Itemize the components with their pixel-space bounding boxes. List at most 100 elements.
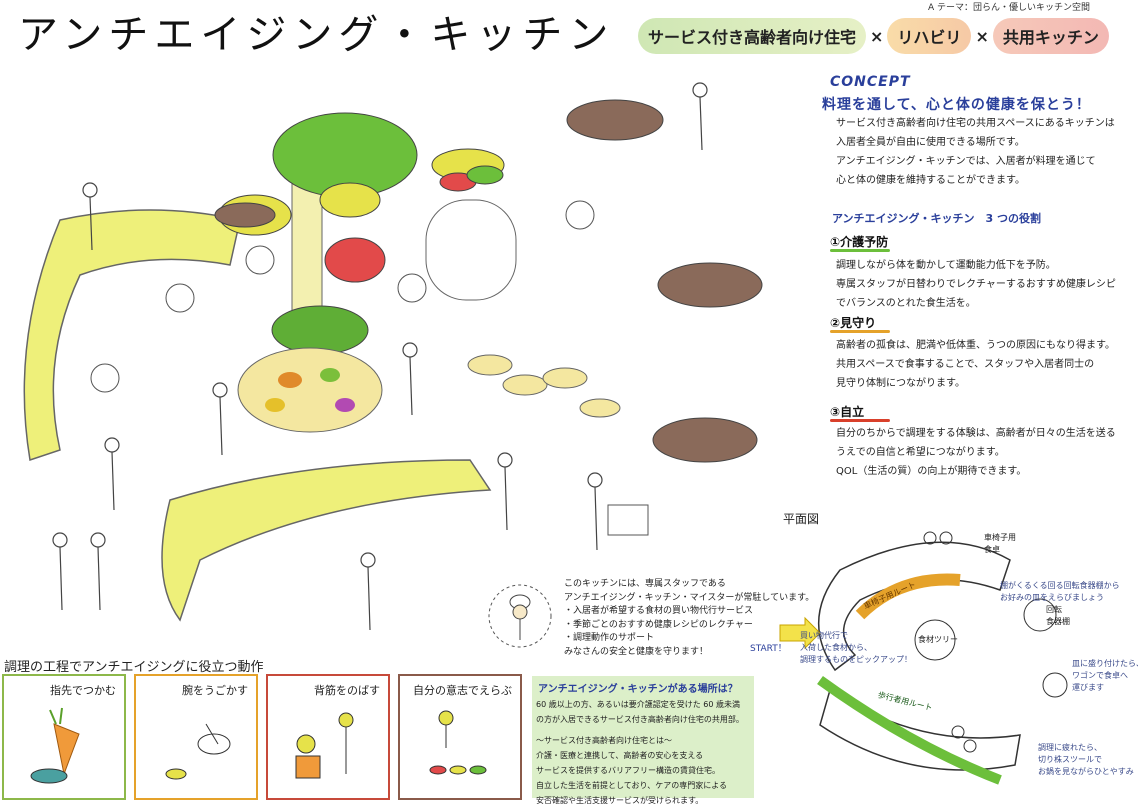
curved-counter-front [161,459,492,622]
stove-icon [939,531,953,545]
role-title-independence: ③自立 [830,405,865,419]
tagline-item-housing: サービス付き高齢者向け住宅 [638,18,867,54]
where-line: 自立した生活を前提としており、ケアの専門家による [536,781,727,790]
where-line: 介護・医療と連携して、高齢者の安心を支える [536,751,704,760]
motion-card-choose: 自分の意志でえらぶ [398,674,522,800]
tree-leaf-green [271,305,369,355]
role-line: うえでの自信と希望につながります。 [836,447,1005,458]
stove-icon [963,739,977,753]
kitchen-meister-avatar [488,584,552,648]
wagon-plan-icon [1042,672,1068,698]
dining-table [214,202,276,228]
wheelchair-icon [245,245,275,275]
motion-card-label: 自分の意志でえらぶ [413,684,512,697]
motion-card-label: 腕をうごかす [182,684,248,697]
wheelchair-route-arrow [855,573,961,620]
motion-card-label: 指先でつかむ [50,684,116,697]
stump-stool [579,398,621,418]
concept-body: サービス付き高齢者向け住宅の共用スペースにあるキッチンは 入居者全員が自由に使用… [836,114,1115,190]
role-line: 高齢者の孤食は、肥満や低体重、うつの原因にもなり得ます。 [836,340,1115,351]
staff-line: このキッチンには、専属スタッフである [564,579,726,589]
role-underline [830,330,890,333]
walking-route-arrow [817,675,1002,785]
residents-group [52,82,708,631]
role-underline [830,249,890,252]
stove-icon [923,531,937,545]
plan-note-shelf: 棚がくるくる回る回転食器棚から お好みの皿をえらびましょう [1000,581,1120,602]
motion-card-arm: 腕をうごかす [134,674,258,800]
where-title: アンチエイジング・キッチンがある場所は？ [538,684,738,695]
role-line: 調理しながら体を動かして運動能力低下を予防。 [836,260,1056,271]
concept-heading: 料理を通して、心と体の健康を保とう！ [822,97,1091,113]
concept-line: 心と体の健康を維持することができます。 [836,175,1025,186]
floor-plan-title: 平面図 [783,512,820,526]
wheelchair-icon [165,283,195,313]
plan-label-food-tree: 食材ツリー [918,635,958,644]
plan-label-rotating-shelf: 回転 食器棚 [1046,605,1070,626]
role-line: 専属スタッフが日替わりでレクチャーするおすすめ健康レシピ [836,279,1116,290]
mixing-bowl-icon [165,723,231,780]
tagline-item-kitchen: 共用キッチン [992,18,1109,54]
times-sign: × [870,26,884,46]
vegetable-icon [278,372,302,388]
rotating-shelf-plan [1023,598,1057,632]
vegetable-icon [320,368,340,382]
stump-stool [502,374,548,396]
role-title-watching: ②見守り [830,316,877,330]
role-line: 見守り体制につながります。 [836,378,965,389]
stump-stool [467,354,513,376]
dining-table [652,417,758,463]
dining-table [566,99,664,141]
wheelchair-icon [90,363,120,393]
where-line: の方が入居できるサービス付き高齢者向け住宅の共用部。 [536,715,744,724]
plan-label-wheelchair-table: 車椅子用 食卓 [984,533,1016,554]
wheelchair-icon [565,200,595,230]
staff-line: ・調理動作のサポート [564,633,655,643]
where-body: 60 歳以上の方、あるいは要介護認定を受けた 60 歳未満 の方が入居できるサー… [536,697,744,808]
start-arrow-icon [779,616,821,650]
motion-card-label: 背筋をのばす [314,684,380,697]
plan-note-shopping: 買い物代行で 入荷した食材から、 調理するものをピックアップ！ [800,631,912,664]
staff-line: ・入居者が希望する食材の買い物代行サービス [564,606,754,616]
role-line: 共用スペースで食事することで、スタッフや入居者同士の [836,359,1095,370]
where-line: 60 歳以上の方、あるいは要介護認定を受けた 60 歳未満 [536,700,740,709]
where-info-box [532,676,754,798]
theme-caption: A テーマ：団らん・優しいキッチン空間 [928,3,1091,13]
role-body: 高齢者の孤食は、肥満や低体重、うつの原因にもなり得ます。 共用スペースで食事する… [836,336,1115,393]
staff-line: みなさんの安全と健康を守ります！ [564,646,709,657]
roles-heading: アンチエイジング・キッチン 3 つの役割 [832,212,1042,225]
tree-leaf-green [466,165,504,185]
food-tree-plan [914,619,956,661]
role-underline [830,419,890,422]
motion-card-grip: 指先でつかむ [2,674,126,800]
where-line: 安否確認や生活支援サービスが受けられます。 [536,796,704,805]
vegetable-icon [335,398,355,412]
stump-stool [542,367,588,389]
tagline: サービス付き高齢者向け住宅 × リハビリ × 共用キッチン [638,18,1109,54]
rotating-shelf [425,199,517,301]
carrot-icon [30,707,80,784]
floor-plan [779,531,1068,785]
concept-line: 入居者全員が自由に使用できる場所です。 [836,137,1025,148]
start-label: START！ [750,644,787,654]
role-body: 自分のちからで調理をする体験は、高齢者が日々の生活を送る うえでの自信と希望につ… [836,424,1116,481]
kitchen-illustration [23,82,763,631]
tree-leaf-yellow [319,182,381,218]
staff-line: アンチエイジング・キッチン・マイスターが常駐しています。 [564,592,815,603]
motion-card-posture: 背筋をのばす [266,674,390,800]
curved-counter-left [23,209,241,461]
wheelchair-icon [397,273,427,303]
role-body: 調理しながら体を動かして運動能力低下を予防。 専属スタッフが日替わりでレクチャー… [836,256,1116,313]
choosing-dishes-icon [429,710,487,775]
plan-note-stool: 調理に疲れたら、 切り株スツールで お鍋を見ながらひとやすみ [1038,743,1134,776]
serving-wagon [607,504,649,536]
concept-line: サービス付き高齢者向け住宅の共用スペースにあるキッチンは [836,118,1115,129]
concept-label: CONCEPT [830,74,911,90]
staff-line: ・季節ごとのおすすめ健康レシピのレクチャー [564,619,753,630]
stretching-person-icon [295,712,354,779]
role-line: 自分のちからで調理をする体験は、高齢者が日々の生活を送る [836,428,1116,439]
dining-table [657,262,763,308]
plan-note-wagon: 皿に盛り付けたら、 ワゴンで食卓へ 運びます [1072,659,1138,692]
stove-icon [951,725,965,739]
motions-title: 調理の工程でアンチエイジングに役立つ動作 [4,660,264,675]
